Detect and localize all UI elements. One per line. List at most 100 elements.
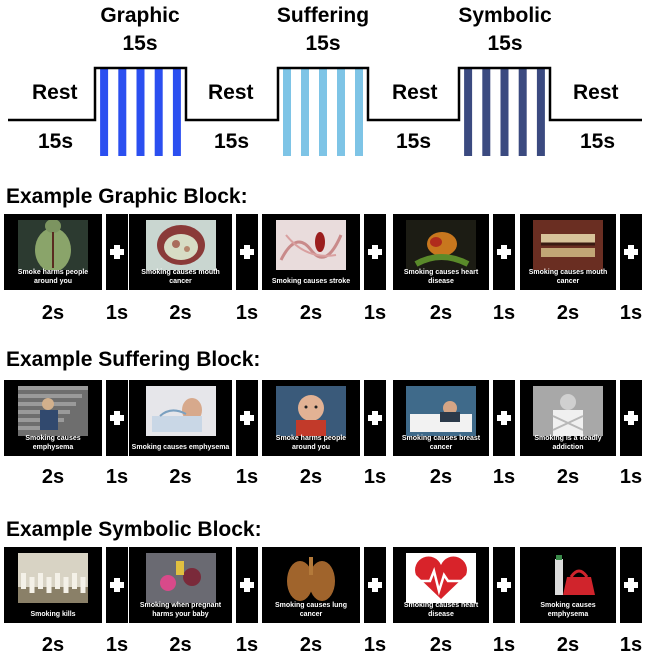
stimulus-duration: 2s [556, 466, 580, 488]
fixation-duration: 1s [619, 634, 643, 656]
brain-stroke-photo [276, 220, 346, 270]
fixation-cross [364, 214, 386, 290]
stimulus-caption: Smoking causes stroke [271, 278, 351, 285]
plus-icon [114, 578, 120, 592]
rest-label: Rest [392, 81, 438, 104]
rest-duration: 15s [214, 130, 250, 153]
stimulus-duration: 2s [556, 634, 580, 656]
stimulus-bar-suffering [319, 68, 327, 156]
stimulus-image: Smoking causes lung cancer [262, 547, 360, 623]
stimulus-duration: 2s [299, 634, 323, 656]
fixation-cross [106, 380, 128, 456]
stimulus-duration: 2s [41, 302, 65, 324]
stimulus-bar-symbolic [500, 68, 509, 156]
stimulus-bar-suffering [283, 68, 291, 156]
fixation-duration: 1s [619, 466, 643, 488]
fixation-duration: 1s [235, 634, 259, 656]
rest-label: Rest [32, 81, 78, 104]
plus-icon [628, 411, 634, 425]
plus-icon [501, 578, 507, 592]
plus-icon [372, 411, 378, 425]
plus-icon [628, 245, 634, 259]
stimulus-image: Smoking is a deadly addiction [520, 380, 616, 456]
man-with-oxygen-photo [145, 386, 216, 436]
stimulus-caption: Smoking causes heart disease [403, 269, 479, 285]
graveyard-photo [18, 553, 88, 603]
stimulus-caption: Smoking causes lung cancer [275, 602, 347, 618]
stimulus-duration: 2s [169, 466, 192, 488]
fixation-cross [236, 380, 258, 456]
rest-duration: 15s [396, 130, 432, 153]
condition-duration: 15s [305, 32, 341, 55]
stimulus-duration: 2s [41, 466, 65, 488]
stimulus-bar-symbolic [482, 68, 491, 156]
heartbeat-heart-photo [406, 553, 476, 603]
stimulus-caption: Smoking causes heart disease [403, 602, 479, 618]
rest-label: Rest [208, 81, 254, 104]
fixation-duration: 1s [363, 302, 387, 324]
stimulus-duration: 2s [299, 466, 323, 488]
plus-icon [114, 245, 120, 259]
plus-icon [244, 245, 250, 259]
stimulus-caption: Smoking causes emphysema [540, 602, 596, 618]
stimulus-duration: 2s [41, 634, 65, 656]
stimulus-image: Smoking causes heart disease [393, 214, 489, 290]
fixation-cross [364, 547, 386, 623]
man-on-stairs-photo [18, 386, 88, 436]
fixation-duration: 1s [492, 466, 516, 488]
fixation-cross [236, 214, 258, 290]
stimulus-caption: Smoking causes mouth cancer [528, 269, 608, 285]
stimulus-image: Smoking causes heart disease [393, 547, 489, 623]
fixation-cross [620, 214, 642, 290]
stimulus-caption: Smoking causes breast cancer [401, 435, 481, 451]
stimulus-bar-graphic [154, 68, 163, 156]
stimulus-bar-symbolic [518, 68, 527, 156]
plus-icon [244, 411, 250, 425]
baby-toys-photo [145, 553, 216, 603]
plus-icon [501, 411, 507, 425]
stimulus-image: Smoking causes emphysema [520, 547, 616, 623]
fixation-cross [236, 547, 258, 623]
rest-label: Rest [573, 81, 619, 104]
tobacco-lungs-photo [276, 553, 346, 603]
diseased-heart-photo [406, 220, 476, 270]
woman-in-bed-photo [406, 386, 476, 436]
plus-icon [372, 245, 378, 259]
stimulus-image: Smoking causes emphysema [4, 380, 102, 456]
rest-duration: 15s [38, 130, 74, 153]
fixation-cross [493, 547, 515, 623]
stimulus-caption: Smoking causes emphysema [25, 435, 81, 451]
plus-icon [244, 578, 250, 592]
condition-duration: 15s [487, 32, 523, 55]
crying-child-photo [276, 386, 346, 436]
rotten-teeth-photo [533, 220, 603, 270]
fixation-cross [493, 214, 515, 290]
stimulus-caption: Smoking causes emphysema [131, 444, 230, 451]
stimulus-bar-graphic [172, 68, 181, 156]
rest-duration: 15s [580, 130, 616, 153]
stimulus-bar-suffering [355, 68, 363, 156]
stimulus-image: Smoking causes stroke [262, 214, 360, 290]
stimulus-duration: 2s [169, 302, 192, 324]
stimulus-duration: 2s [429, 302, 453, 324]
fixation-duration: 1s [235, 302, 259, 324]
fixation-cross [620, 380, 642, 456]
fixation-cross [493, 380, 515, 456]
plus-icon [628, 578, 634, 592]
stimulus-image: Smoking causes breast cancer [393, 380, 489, 456]
block-title: Example Symbolic Block: [6, 518, 262, 541]
fixation-cross [364, 380, 386, 456]
stimulus-image: Smoking kills [4, 547, 102, 623]
oxygen-tank-handbag-photo [533, 553, 603, 603]
fixation-duration: 1s [105, 302, 129, 324]
plus-icon [372, 578, 378, 592]
stimulus-bar-symbolic [464, 68, 473, 156]
stimulus-bar-suffering [301, 68, 309, 156]
fixation-duration: 1s [363, 466, 387, 488]
woman-in-hospital-photo [533, 386, 603, 436]
stimulus-duration: 2s [429, 634, 453, 656]
fixation-cross [620, 547, 642, 623]
block-title: Example Graphic Block: [6, 185, 248, 208]
stimulus-bar-graphic [100, 68, 109, 156]
